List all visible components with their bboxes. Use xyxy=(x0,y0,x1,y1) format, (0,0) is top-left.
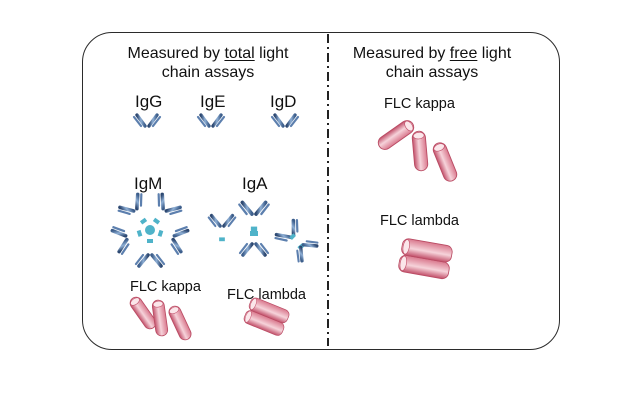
ige-antibody-icon xyxy=(196,113,226,140)
label-igd: IgD xyxy=(270,92,297,111)
iga-dimer-icon xyxy=(206,200,321,265)
label-total-flc-kappa: FLC kappa xyxy=(130,279,201,295)
free-flc-kappa-monomer-icon xyxy=(375,117,460,184)
total-flc-kappa-monomer-icon xyxy=(127,294,194,343)
label-free-flc-kappa: FLC kappa xyxy=(384,96,455,112)
label-free-flc-lambda: FLC lambda xyxy=(380,213,459,229)
label-igg: IgG xyxy=(135,92,163,111)
label-ige: IgE xyxy=(200,92,226,111)
igm-pentamer-icon xyxy=(109,190,191,268)
label-iga: IgA xyxy=(242,174,268,193)
label-total-flc-lambda: FLC lambda xyxy=(227,287,306,303)
total-assays-heading: Measured by total light chain assays xyxy=(127,45,289,81)
diagram-frame xyxy=(82,32,560,350)
label-igm: IgM xyxy=(134,174,163,193)
free-flc-lambda-dimer-icon xyxy=(397,237,454,281)
igg-antibody-icon xyxy=(132,113,162,140)
igd-antibody-icon xyxy=(270,113,300,140)
total-flc-lambda-dimer-icon xyxy=(242,296,291,338)
free-assays-heading: Measured by free light chain assays xyxy=(352,45,512,81)
